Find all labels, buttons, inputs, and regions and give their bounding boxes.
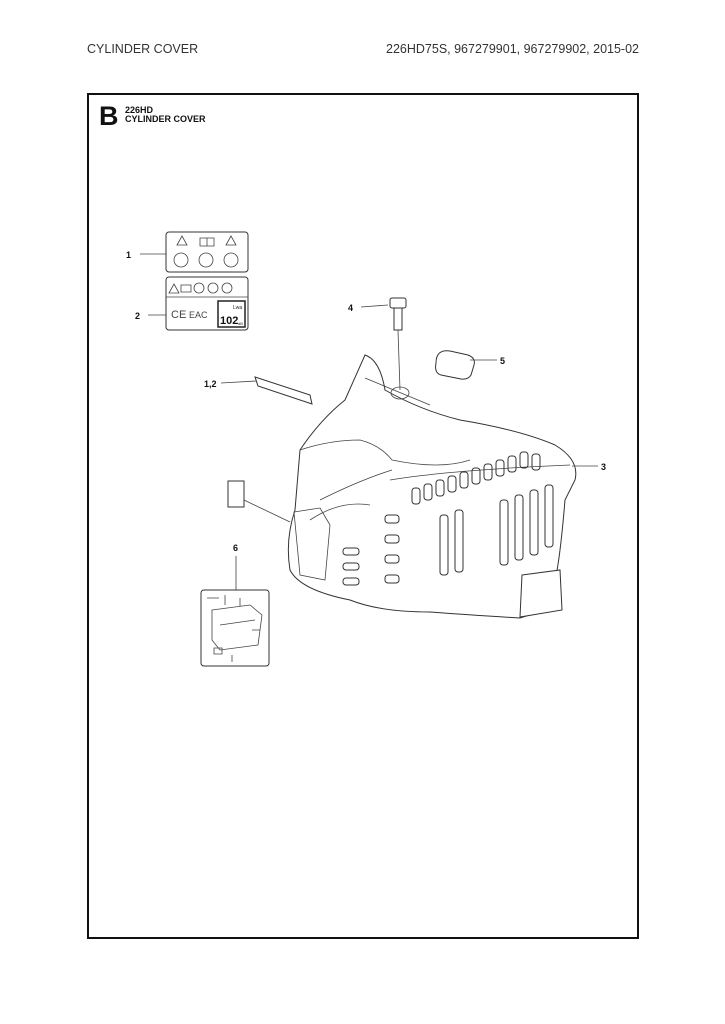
decal-strip (254, 376, 313, 405)
db-unit: dB (238, 321, 243, 326)
callout-1-2: 1,2 (204, 379, 217, 389)
cylinder-cover-3 (287, 354, 577, 619)
eac-mark: EAC (189, 310, 208, 320)
rubber-plug-5 (435, 350, 475, 380)
leader-1-2 (220, 380, 257, 384)
screw-4 (389, 297, 407, 391)
section-letter: B (99, 101, 119, 131)
callout-4: 4 (348, 303, 353, 313)
callout-2: 2 (135, 311, 140, 321)
callout-6: 6 (233, 543, 238, 553)
leader-4 (360, 304, 389, 308)
decal-1 (165, 231, 249, 273)
page-header-title: CYLINDER COVER (87, 42, 199, 56)
callout-5: 5 (500, 356, 505, 366)
page-header-models: 226HD75S, 967279901, 967279902, 2015-02 (386, 42, 639, 56)
diagram-frame: B 226HD CYLINDER COVER (87, 93, 639, 939)
sticker-6-placement-illustration (200, 589, 270, 667)
db-value: 102 (220, 315, 238, 327)
section-model: 226HD (125, 105, 154, 115)
leader-6-cover (243, 499, 291, 523)
section-title: CYLINDER COVER (125, 114, 206, 124)
lwa-label: Lwa (233, 305, 242, 311)
callout-3: 3 (601, 462, 606, 472)
sticker-6 (227, 480, 245, 508)
ce-mark: CE (171, 309, 186, 321)
section-heading: 226HD CYLINDER COVER (125, 106, 206, 124)
decal-2: CE EAC Lwa 102 dB (165, 276, 249, 331)
callout-1: 1 (126, 250, 131, 260)
